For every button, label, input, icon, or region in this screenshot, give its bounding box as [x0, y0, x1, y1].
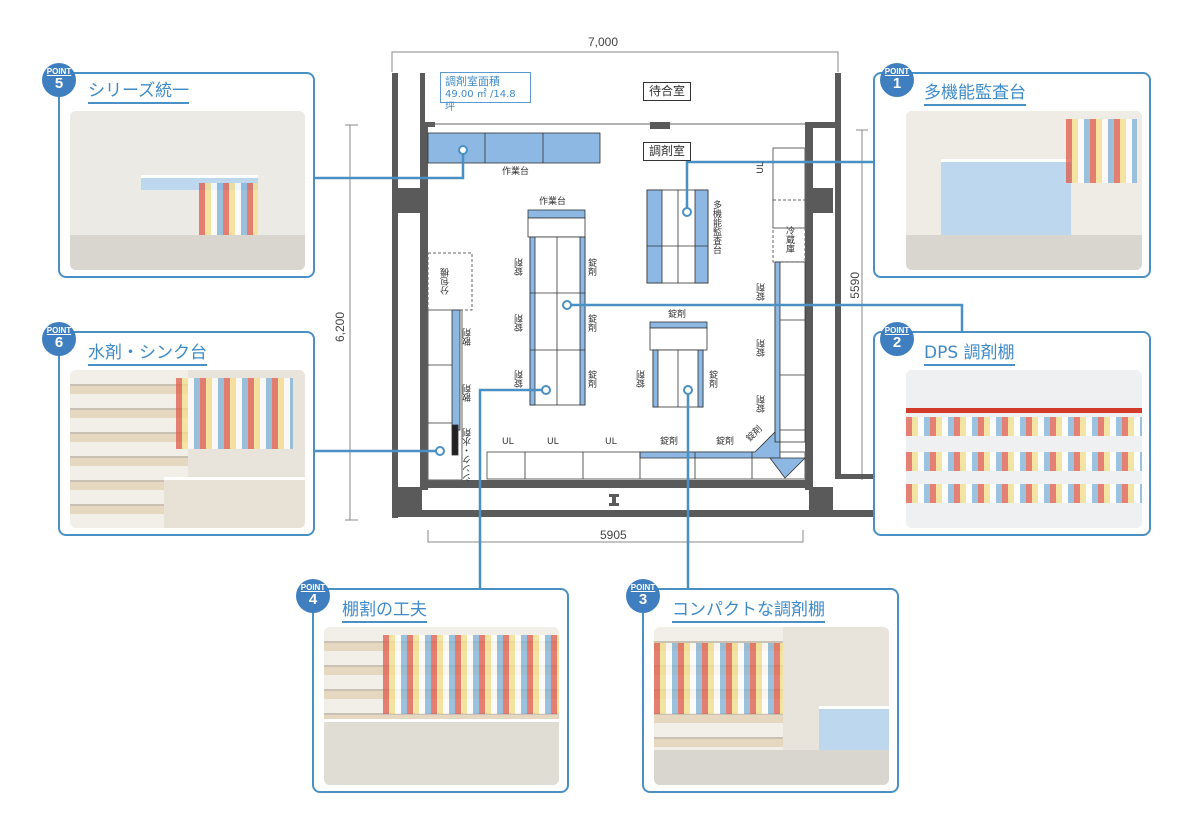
packer-label: 分包機 — [441, 268, 451, 295]
dimension-top: 7,000 — [588, 35, 619, 49]
badge-number: 1 — [892, 75, 902, 92]
pin-point-4 — [541, 385, 551, 395]
badge-label: POINT — [884, 67, 910, 76]
room-dispensing: 調剤室 — [643, 142, 692, 161]
point-3-title: コンパクトな調剤棚 — [672, 595, 825, 623]
work-table-label: 作業台 — [502, 167, 530, 177]
point-2-photo — [906, 370, 1142, 528]
point-5-title: シリーズ統一 — [88, 76, 190, 104]
pin-point-2 — [562, 300, 572, 310]
room-waiting: 待合室 — [643, 82, 692, 101]
area-value: 49.00 ㎡ /14.8 坪 — [445, 89, 516, 113]
badge-label: POINT — [46, 326, 72, 335]
point-5-card — [58, 72, 315, 278]
pin-point-6 — [435, 446, 445, 456]
area-title: 調剤室面積 — [445, 75, 500, 88]
ul-label: UL — [605, 437, 617, 447]
badge-label: POINT — [884, 326, 910, 335]
point-6-title: 水剤・シンク台 — [88, 338, 207, 366]
tablet-label: 錠剤 — [515, 314, 525, 332]
tablet-label: 錠剤 — [716, 437, 735, 447]
badge-number: 5 — [54, 75, 64, 92]
badge-number: 3 — [638, 591, 648, 608]
tablet-label: 錠剤 — [757, 283, 767, 301]
tablet-label: 錠剤 — [757, 339, 767, 357]
point-4-title: 棚割の工夫 — [342, 595, 427, 623]
tablet-label: 錠剤 — [660, 437, 679, 447]
dimension-bottom: 5905 — [600, 528, 627, 542]
badge-number: 4 — [308, 591, 318, 608]
badge-number: 6 — [54, 334, 64, 351]
multi-audit-label: 多機能監査台 — [711, 200, 721, 254]
pin-point-1 — [682, 207, 692, 217]
tablet-label: 錠剤 — [586, 314, 596, 332]
point-6-photo — [70, 370, 305, 528]
fridge-label: 冷蔵庫 — [784, 226, 794, 253]
tablet-label: 錠剤 — [586, 258, 596, 276]
point-2-title: DPS 調剤棚 — [924, 338, 1015, 366]
sink-label: シンク・水剤 — [463, 428, 473, 482]
tablet-label: 錠剤 — [668, 310, 687, 320]
point-1-photo — [906, 111, 1142, 270]
tablet-label: 錠剤 — [707, 370, 717, 388]
point-3-photo — [654, 627, 889, 785]
work-table-label: 作業台 — [539, 197, 567, 207]
pin-point-3 — [683, 385, 693, 395]
badge-label: POINT — [300, 583, 326, 592]
tablet-label: 錠剤 — [586, 370, 596, 388]
tablet-label: 錠剤 — [757, 395, 767, 413]
ul-label: UL — [547, 437, 559, 447]
badge-label: POINT — [46, 67, 72, 76]
tablet-label: 錠剤 — [515, 258, 525, 276]
point-4-photo — [324, 627, 559, 785]
dimension-right: 5590 — [848, 272, 862, 299]
ul-label: UL — [756, 162, 766, 174]
pin-point-5 — [458, 145, 468, 155]
point-1-card — [873, 72, 1151, 278]
badge-number: 2 — [892, 334, 902, 351]
powder-label: 散剤 — [463, 384, 473, 402]
tablet-label: 錠剤 — [515, 370, 525, 388]
point-2-card — [873, 331, 1151, 536]
powder-label: 散剤 — [463, 328, 473, 346]
badge-label: POINT — [630, 583, 656, 592]
tablet-label: 錠剤 — [637, 370, 647, 388]
point-1-title: 多機能監査台 — [924, 78, 1026, 106]
dimension-left: 6,200 — [333, 312, 347, 343]
area-box: 調剤室面積 49.00 ㎡ /14.8 坪 — [440, 72, 531, 113]
point-5-photo — [70, 111, 305, 270]
ul-label: UL — [502, 437, 514, 447]
